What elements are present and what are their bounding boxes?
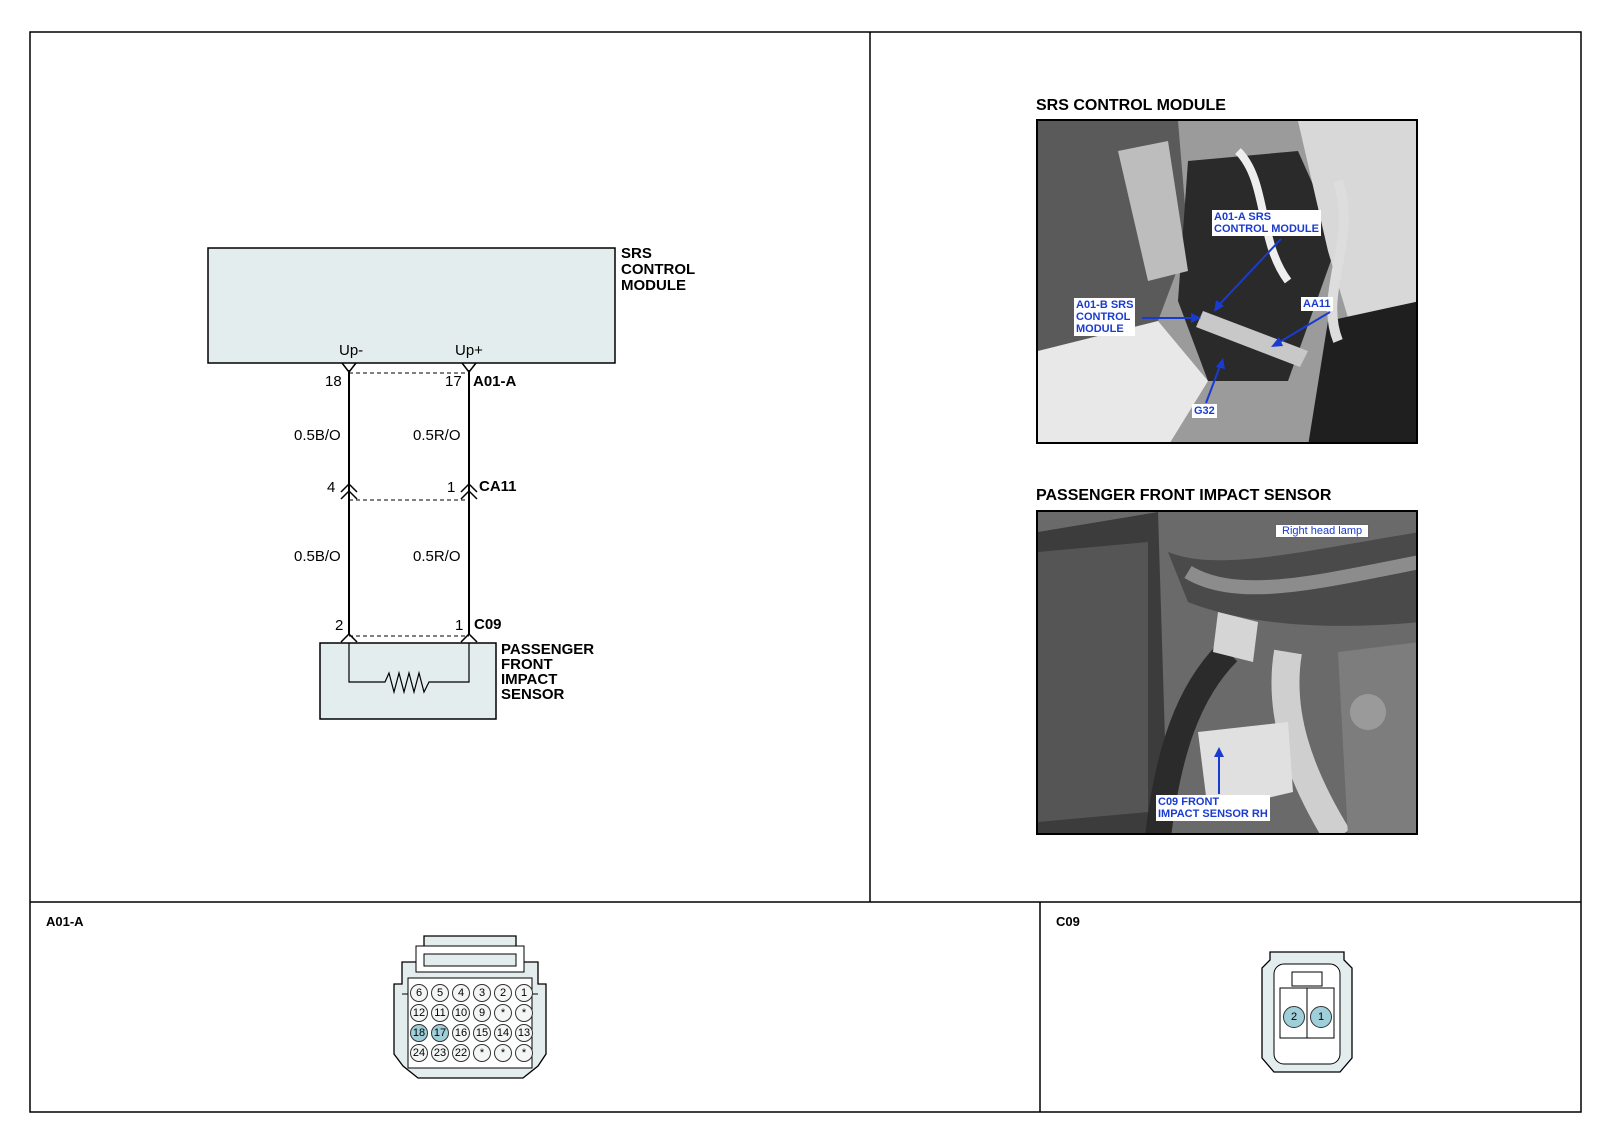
sensor-photo-art: [1038, 512, 1416, 833]
a01-pin: *: [494, 1044, 512, 1062]
a01-pin: 5: [431, 984, 449, 1002]
srs-module-label-line: SRS: [621, 245, 652, 262]
pin-up-minus-label: Up-: [339, 342, 364, 359]
a01-pin: 4: [452, 984, 470, 1002]
ca11-connector-label: CA11: [479, 478, 517, 495]
a01-pin: 12: [410, 1004, 428, 1022]
a01-pin: *: [494, 1004, 512, 1022]
impact-sensor-label-line: PASSENGER: [501, 641, 595, 658]
a01-pin: *: [473, 1044, 491, 1062]
pin-up-plus-label: Up+: [455, 342, 483, 359]
wire-right-upper-label: 0.5R/O: [413, 427, 461, 444]
a01-connector-outline: [393, 935, 547, 1079]
a01-section-label: A01-A: [46, 914, 84, 929]
a01-pin-17: 17: [445, 373, 462, 390]
a01-pin: 11: [431, 1004, 449, 1022]
srs-module-label-line: MODULE: [621, 277, 686, 294]
a01-pin: *: [515, 1004, 533, 1022]
a01-pin: 3: [473, 984, 491, 1002]
c09-connector-label: C09: [474, 616, 502, 633]
callout-a01b: A01-B SRS CONTROL MODULE: [1074, 298, 1136, 336]
ca11-pin-1: 1: [447, 479, 456, 496]
srs-module-label-line: CONTROL: [621, 261, 696, 278]
callout-g32: G32: [1192, 404, 1217, 418]
a01-pin: 1: [515, 984, 533, 1002]
srs-photo-art: [1038, 121, 1416, 442]
a01-pin: 24: [410, 1044, 428, 1062]
a01-pin: 16: [452, 1024, 470, 1042]
impact-sensor-label-line: SENSOR: [501, 686, 565, 703]
sensor-photo-title: PASSENGER FRONT IMPACT SENSOR: [1036, 487, 1332, 504]
a01-pin: 6: [410, 984, 428, 1002]
c09-section-label: C09: [1056, 914, 1080, 929]
a01-pin: 15: [473, 1024, 491, 1042]
a01-pin-18: 18: [325, 373, 342, 390]
a01-pin-highlighted: 18: [410, 1024, 428, 1042]
resistor-symbol: [348, 643, 470, 695]
srs-module-label: SRS CONTROL MODULE: [621, 246, 695, 294]
callout-aa11: AA11: [1301, 297, 1333, 311]
impact-sensor-label: PASSENGER FRONT IMPACT SENSOR: [501, 642, 594, 702]
a01-connector-label: A01-A: [473, 373, 517, 390]
impact-sensor-photo: Right head lamp C09 FRONT IMPACT SENSOR …: [1036, 510, 1418, 835]
srs-module-photo: A01-A SRS CONTROL MODULE A01-B SRS CONTR…: [1036, 119, 1418, 444]
a01-pin: 2: [494, 984, 512, 1002]
a01-pin: 23: [431, 1044, 449, 1062]
callout-right-head-lamp: Right head lamp: [1275, 524, 1370, 538]
wire-right-lower-label: 0.5R/O: [413, 548, 461, 565]
a01-pin-highlighted: 17: [431, 1024, 449, 1042]
c09-pin-1: 1: [455, 617, 464, 634]
callout-c09: C09 FRONT IMPACT SENSOR RH: [1156, 795, 1270, 821]
a01-pin: 13: [515, 1024, 533, 1042]
a01-pin: *: [515, 1044, 533, 1062]
a01-pin: 9: [473, 1004, 491, 1022]
impact-sensor-label-line: FRONT: [501, 656, 553, 673]
c09-connector-outline: [1261, 951, 1353, 1073]
srs-module-box: [207, 247, 616, 364]
a01-pin: 10: [452, 1004, 470, 1022]
ca11-pin-4: 4: [327, 479, 336, 496]
a01-pin: 22: [452, 1044, 470, 1062]
wire-left-upper-label: 0.5B/O: [294, 427, 341, 444]
a01-pin: 14: [494, 1024, 512, 1042]
impact-sensor-label-line: IMPACT: [501, 671, 558, 688]
c09-pin: 2: [1283, 1006, 1305, 1028]
srs-photo-title: SRS CONTROL MODULE: [1036, 97, 1226, 114]
callout-a01a: A01-A SRS CONTROL MODULE: [1212, 210, 1321, 236]
a01-pin-grid: 6 5 4 3 2 1 12 11 10 9 * * 18 17 16 15 1…: [410, 984, 536, 1064]
c09-pin-2: 2: [335, 617, 344, 634]
wiring-schematic: [207, 247, 616, 720]
wire-left-lower-label: 0.5B/O: [294, 548, 341, 565]
c09-pin: 1: [1310, 1006, 1332, 1028]
